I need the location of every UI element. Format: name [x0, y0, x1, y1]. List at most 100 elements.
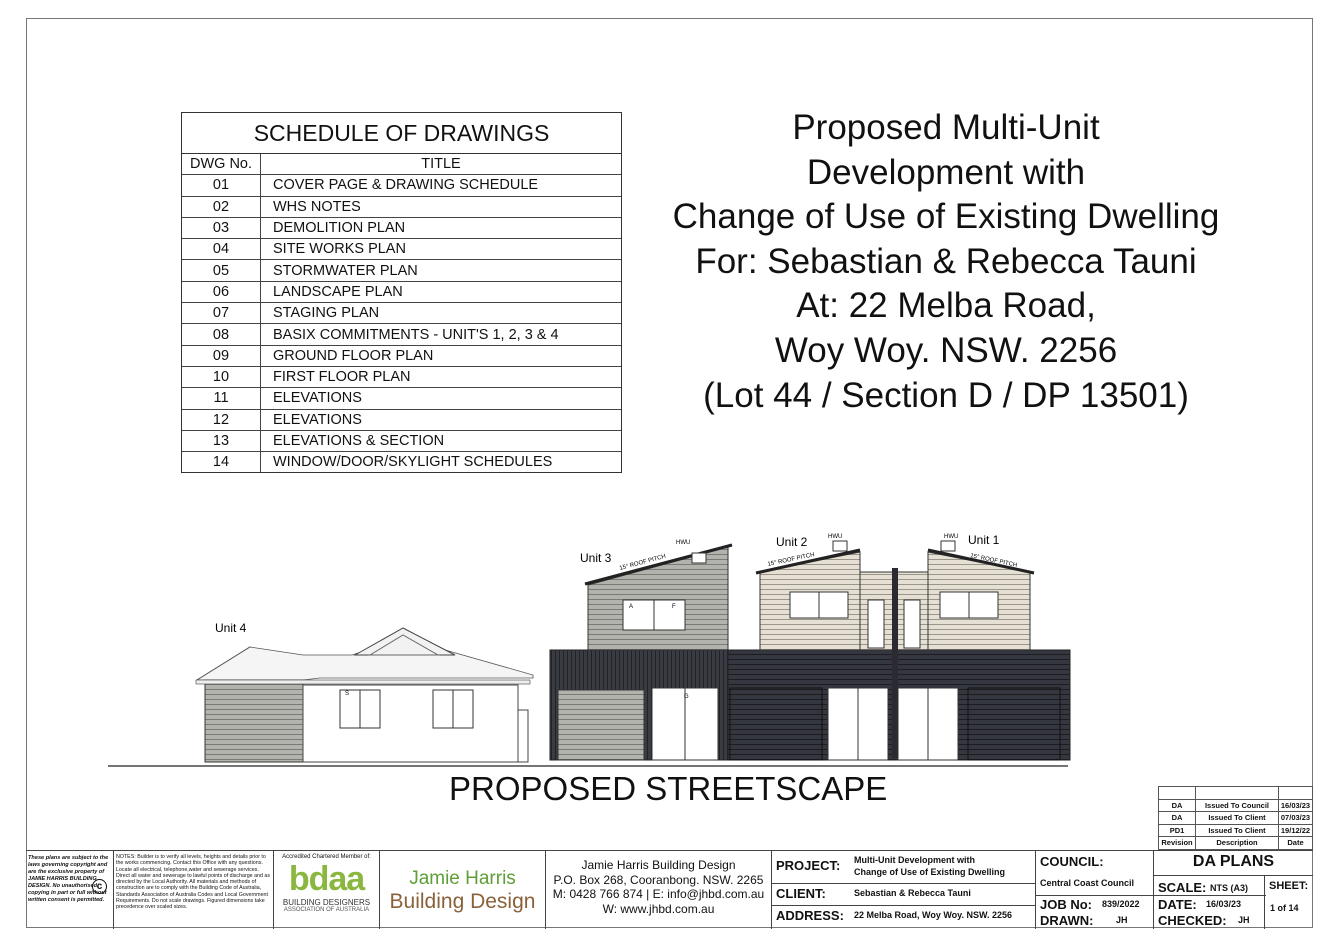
dwg-title: STORMWATER PLAN	[260, 259, 621, 282]
unit-1-hwu: HWU	[944, 534, 958, 540]
dwg-number: 02	[182, 195, 261, 218]
dwg-number: 06	[182, 280, 261, 303]
client-value: Sebastian & Rebecca Tauni	[854, 888, 971, 898]
project-value-2: Change of Use of Existing Dwelling	[854, 867, 1006, 877]
schedule-header-row: DWG No. TITLE	[182, 154, 621, 175]
project-details: PROJECT: Multi-Unit Development with Cha…	[772, 851, 1036, 929]
dwg-title: DEMOLITION PLAN	[260, 216, 621, 239]
project-title-line: For: Sebastian & Rebecca Tauni	[695, 241, 1197, 281]
dwg-number: 09	[182, 344, 261, 367]
dwg-title: LANDSCAPE PLAN	[260, 280, 621, 303]
dwg-title: WHS NOTES	[260, 195, 621, 218]
dwg-title: SITE WORKS PLAN	[260, 238, 621, 260]
date-label: DATE:	[1158, 897, 1197, 912]
revision-date: 16/03/23	[1278, 798, 1313, 812]
contact-line: P.O. Box 268, Cooranbong. NSW. 2265	[553, 872, 764, 887]
scale-label: SCALE:	[1158, 880, 1207, 895]
project-title-line: Development with	[806, 152, 1086, 192]
schedule-title: SCHEDULE OF DRAWINGS	[182, 113, 621, 154]
streetscape-elevation: Unit 4 Unit 3 Unit 2 Unit 1 15° ROOF PIT…	[108, 533, 1071, 767]
revision-code: DA	[1158, 798, 1196, 812]
window-mark: F	[672, 604, 676, 610]
window-mark: S	[345, 691, 349, 697]
dwg-number: 08	[182, 323, 261, 346]
dwg-number: 11	[182, 387, 261, 410]
project-title-line: Proposed Multi-Unit	[792, 108, 1100, 147]
col-title: TITLE	[421, 156, 461, 173]
revision-header: Revision	[1158, 836, 1196, 850]
plans-label: DA PLANS	[1192, 853, 1275, 870]
job-value: 839/2022	[1102, 899, 1140, 909]
dwg-number: 03	[182, 216, 261, 239]
dwg-number: 05	[182, 259, 261, 282]
drawing-sheet-border	[26, 18, 1313, 928]
unit-3-label: Unit 3	[580, 551, 612, 565]
project-label: PROJECT:	[776, 858, 841, 873]
contact-line: Jamie Harris Building Design	[581, 858, 736, 872]
dwg-number: 01	[182, 174, 261, 197]
streetscape-label: PROPOSED STREETSCAPE	[449, 770, 888, 807]
dwg-number: 10	[182, 365, 261, 388]
dwg-title: COVER PAGE & DRAWING SCHEDULE	[260, 174, 621, 197]
col-dwg-no: DWG No.	[182, 154, 261, 175]
unit-4-label: Unit 4	[215, 621, 247, 635]
project-title-line: At: 22 Melba Road,	[796, 286, 1096, 326]
title-block: These plans are subject to the laws gove…	[26, 850, 1313, 929]
project-value-1: Multi-Unit Development with	[854, 855, 975, 865]
revision-description: Issued To Client	[1195, 823, 1279, 837]
client-label: CLIENT:	[776, 886, 826, 901]
revision-description: Issued To Client	[1195, 811, 1279, 825]
sheet-value: 1 of 14	[1270, 903, 1299, 913]
revision-code: DA	[1158, 811, 1196, 825]
date-value: 16/03/23	[1206, 899, 1242, 909]
checked-value: JH	[1238, 915, 1250, 925]
unit-3-building	[549, 543, 733, 761]
sheet-status: DA PLANS SCALE: NTS (A3) SHEET: 1 of 14 …	[1154, 851, 1313, 929]
revision-header: Date	[1278, 836, 1313, 850]
revision-description: Issued To Council	[1195, 798, 1279, 812]
dwg-title: WINDOW/DOOR/SKYLIGHT SCHEDULES	[260, 451, 621, 473]
dwg-title: ELEVATIONS	[260, 387, 621, 410]
dwg-number: 04	[182, 238, 261, 260]
drawn-value: JH	[1116, 915, 1128, 925]
firm-name-line1: Jamie Harris	[409, 868, 516, 889]
dwg-number: 13	[182, 429, 261, 452]
builder-notes: NOTES: Builder is to verify all levels, …	[114, 851, 274, 929]
bdaa-logo: bdaa	[288, 860, 365, 898]
dwg-number: 14	[182, 451, 261, 473]
checked-label: CHECKED:	[1158, 913, 1227, 928]
units-1-2-building	[727, 540, 1071, 761]
council-details: COUNCIL: Central Coast Council JOB No: 8…	[1036, 851, 1154, 929]
firm-name-line2: Building Design	[389, 890, 536, 913]
revision-date: 19/12/22	[1278, 823, 1313, 837]
council-value: Central Coast Council	[1040, 878, 1135, 888]
copyright-symbol: c	[92, 879, 107, 894]
dwg-number: 12	[182, 408, 261, 431]
revision-date: 07/03/23	[1278, 811, 1313, 825]
copyright-text: These plans are subject to the laws gove…	[28, 855, 109, 903]
project-title-line: Woy Woy. NSW. 2256	[774, 330, 1118, 370]
dwg-title: BASIX COMMITMENTS - UNIT'S 1, 2, 3 & 4	[260, 323, 621, 346]
contact-line: W: www.jhbd.com.au	[602, 901, 715, 916]
unit-2-hwu: HWU	[828, 534, 842, 540]
bdaa-membership: Accredited Chartered Member of: bdaa BUI…	[274, 851, 380, 929]
window-mark: G	[684, 694, 689, 700]
